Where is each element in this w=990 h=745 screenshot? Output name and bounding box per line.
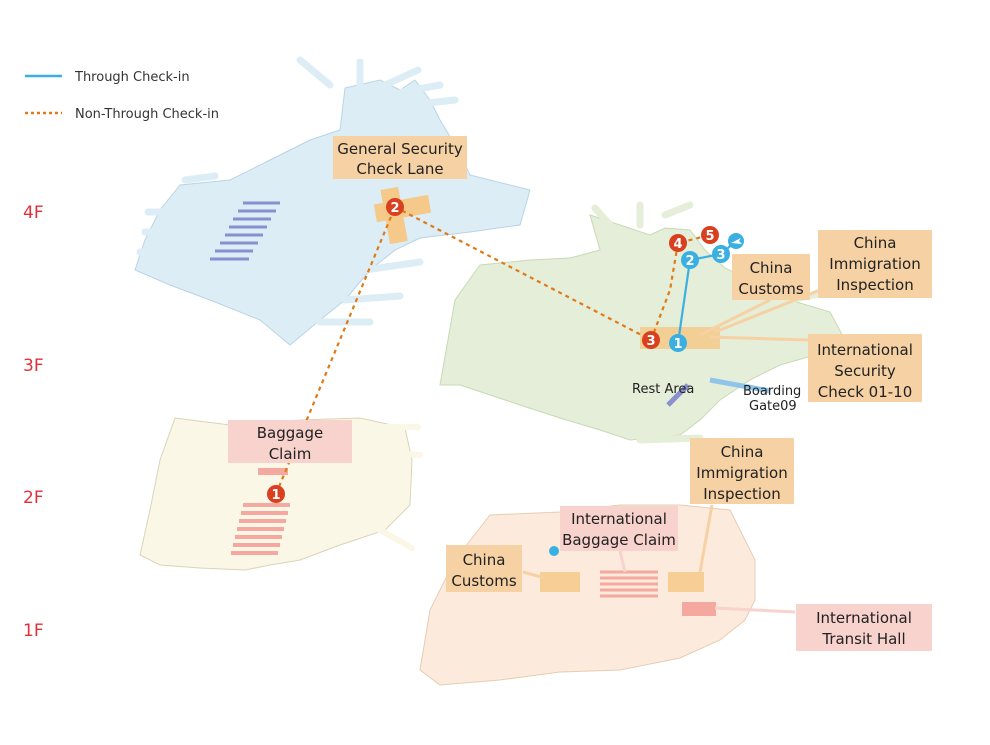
baggage-claim-line1: Baggage [257, 424, 323, 442]
marker-red-5: 5 [701, 226, 719, 244]
rest-area-label: Rest Area [632, 382, 694, 397]
immigration-3f-line1: China [854, 234, 897, 252]
svg-text:5: 5 [705, 229, 714, 244]
immigration-1f-line2: Immigration [696, 464, 787, 482]
marker-red-2: 2 [386, 198, 404, 216]
china-customs-1f-callout: China Customs [446, 545, 546, 592]
baggage-claim-callout: Baggage Claim [228, 420, 352, 463]
legend: Through Check-in Non-Through Check-in [25, 70, 219, 122]
immigration-3f-line3: Inspection [836, 276, 913, 294]
china-customs-3f-callout: China Customs [699, 254, 810, 337]
china-customs-3f-line2: Customs [738, 280, 803, 298]
baggage-claim-line2: Claim [269, 445, 312, 463]
floor-label-4f: 4F [23, 203, 44, 223]
marker-blue-2: 2 [681, 251, 699, 269]
immigration-1f-callout: China Immigration Inspection [690, 438, 794, 573]
floor-label-3f: 3F [23, 356, 44, 376]
through-route [676, 240, 737, 344]
intl-security-line2: Security [834, 362, 896, 380]
general-security-label-line2: Check Lane [356, 160, 443, 178]
svg-text:4: 4 [673, 237, 682, 252]
svg-text:1: 1 [673, 337, 682, 352]
marker-red-4: 4 [669, 234, 687, 252]
intl-baggage-line1: International [571, 510, 667, 528]
svg-text:2: 2 [685, 254, 694, 269]
general-security-callout: General Security Check Lane [333, 136, 467, 179]
marker-blue-1: 1 [669, 334, 687, 352]
airplane-icon [728, 233, 744, 249]
boarding-gate-line2: Gate09 [749, 399, 797, 414]
intl-baggage-line2: Baggage Claim [562, 531, 676, 549]
immigration-1f-line1: China [721, 443, 764, 461]
svg-text:2: 2 [390, 201, 399, 216]
china-customs-3f-line1: China [750, 259, 793, 277]
floor-label-1f: 1F [23, 621, 44, 641]
intl-security-line1: International [817, 341, 913, 359]
svg-text:1: 1 [271, 488, 280, 503]
legend-non-through-label: Non-Through Check-in [75, 107, 219, 122]
immigration-3f-line2: Immigration [829, 255, 920, 273]
intl-security-line3: Check 01-10 [818, 383, 913, 401]
general-security-label-line1: General Security [337, 140, 463, 158]
transit-hall-line2: Transit Hall [821, 630, 905, 648]
marker-blue-3: 3 [712, 245, 730, 263]
marker-red-1: 1 [267, 485, 285, 503]
svg-text:3: 3 [646, 334, 655, 349]
floor-3f-plan [439, 201, 846, 444]
intl-baggage-callout: International Baggage Claim [560, 506, 678, 573]
china-customs-1f-line1: China [463, 551, 506, 569]
floor-label-2f: 2F [23, 488, 44, 508]
boarding-gate-line1: Boarding [743, 384, 801, 399]
china-customs-1f-line2: Customs [451, 572, 516, 590]
legend-through-label: Through Check-in [74, 70, 190, 85]
transit-hall-callout: International Transit Hall [714, 604, 932, 651]
transit-hall-line1: International [816, 609, 912, 627]
marker-red-3: 3 [642, 331, 660, 349]
intl-security-callout: International Security Check 01-10 [709, 334, 922, 402]
immigration-1f-line3: Inspection [703, 485, 780, 503]
immigration-3f-callout: China Immigration Inspection [714, 230, 932, 334]
svg-text:3: 3 [716, 248, 725, 263]
